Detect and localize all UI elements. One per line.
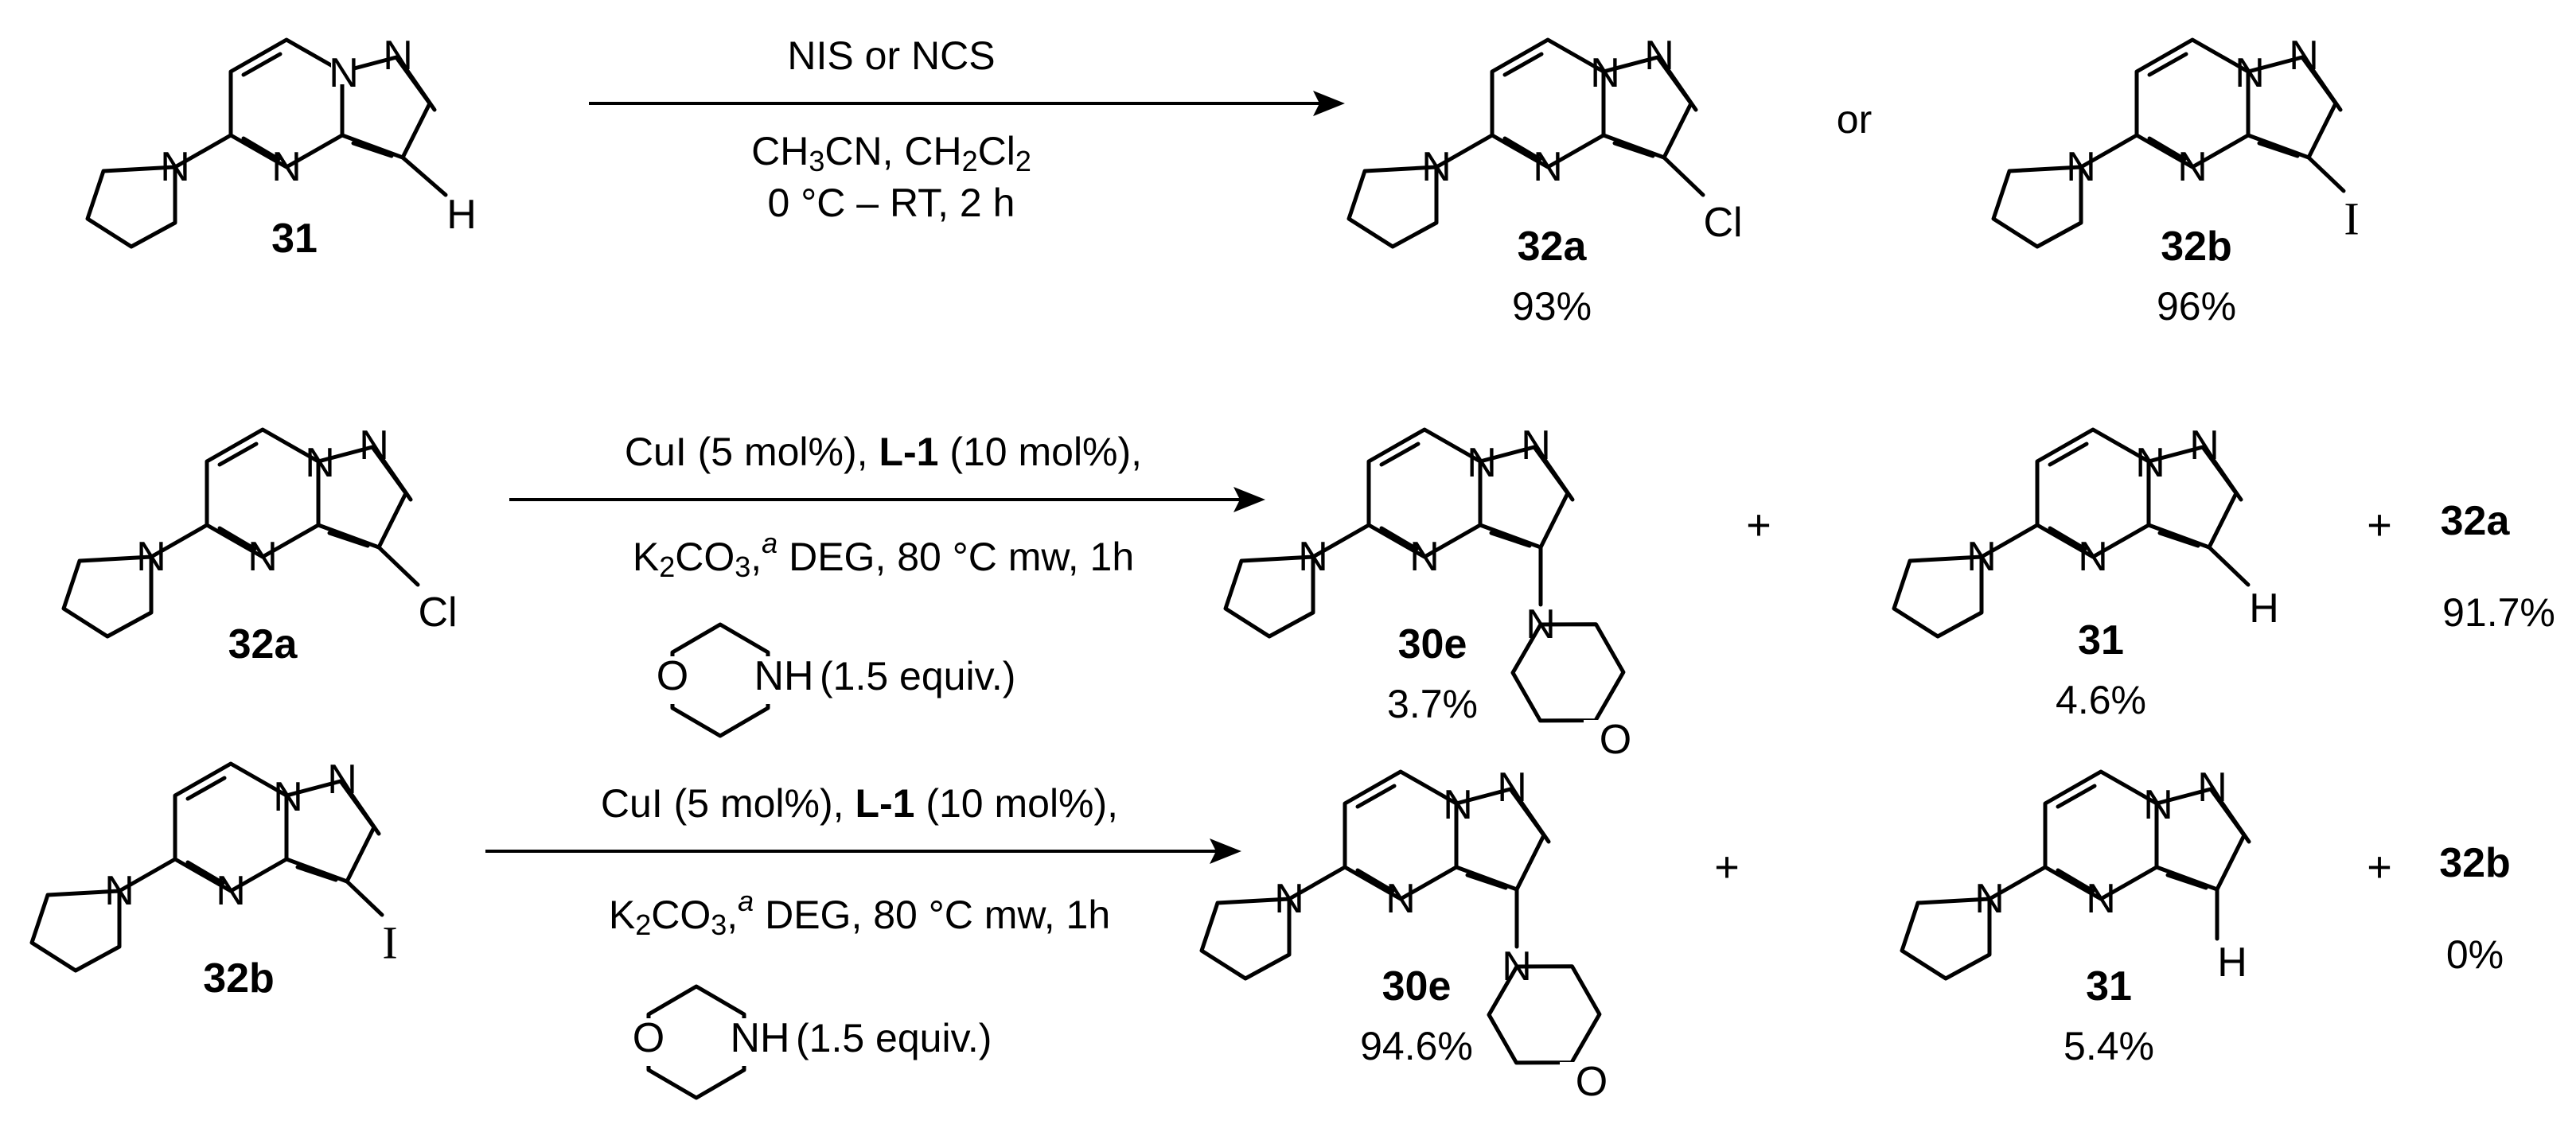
compound-label: 31 xyxy=(2086,963,2132,1010)
svg-text:N: N xyxy=(1497,764,1527,811)
svg-text:N: N xyxy=(2135,440,2165,486)
morpholine-reagent: O NH xyxy=(653,624,820,736)
svg-text:Cl: Cl xyxy=(418,589,457,636)
svg-text:(1.5 equiv.): (1.5 equiv.) xyxy=(820,654,1015,698)
condition-line-2: K2CO3,a DEG, 80 °C mw, 1h xyxy=(633,527,1134,583)
condition-line-2: K2CO3,a DEG, 80 °C mw, 1h xyxy=(609,885,1110,941)
svg-text:N: N xyxy=(383,33,413,79)
or-text: or xyxy=(1837,97,1872,142)
plus-sign: + xyxy=(1746,501,1771,549)
yield-text: 0% xyxy=(2446,932,2504,977)
morpholine-reagent: O NH xyxy=(629,986,796,1098)
svg-text:N: N xyxy=(2066,144,2096,190)
yield-text: 5.4% xyxy=(2064,1024,2154,1068)
plus-sign: + xyxy=(1714,843,1740,891)
svg-text:N: N xyxy=(1443,782,1473,828)
svg-text:N: N xyxy=(1521,422,1551,469)
svg-text:N: N xyxy=(136,534,166,580)
svg-text:N: N xyxy=(1644,33,1674,79)
svg-text:N: N xyxy=(1409,534,1440,580)
solvent-text: CH3CN, CH2Cl2 xyxy=(751,129,1031,177)
svg-text:N: N xyxy=(1590,50,1620,96)
svg-text:N: N xyxy=(329,50,359,96)
compound-label: 32b xyxy=(2161,224,2232,270)
compound-label: 30e xyxy=(1398,621,1467,667)
svg-text:N: N xyxy=(1966,534,1997,580)
plus-sign: + xyxy=(2367,501,2392,549)
svg-text:N: N xyxy=(104,868,134,914)
svg-text:N: N xyxy=(1974,876,2005,922)
compound-label: 31 xyxy=(2078,617,2124,663)
svg-text:N: N xyxy=(2086,876,2116,922)
svg-text:O: O xyxy=(1576,1059,1608,1105)
svg-text:N: N xyxy=(1533,144,1563,190)
compound-32a-product: N N N N Cl 32a 93% xyxy=(1349,33,1743,329)
compound-31-start: N N N N H 31 xyxy=(88,33,477,262)
svg-text:O: O xyxy=(633,1015,664,1061)
svg-text:I: I xyxy=(2344,193,2359,245)
svg-text:N: N xyxy=(2143,782,2173,828)
svg-text:NH: NH xyxy=(754,653,813,699)
svg-text:I: I xyxy=(382,917,397,969)
svg-text:N: N xyxy=(327,757,357,803)
svg-text:N: N xyxy=(1274,876,1304,922)
svg-text:NIS or NCS: NIS or NCS xyxy=(787,33,995,78)
svg-text:N: N xyxy=(271,144,302,190)
svg-text:(1.5 equiv.): (1.5 equiv.) xyxy=(796,1016,992,1060)
svg-text:H: H xyxy=(2217,940,2247,986)
svg-text:0 °C – RT, 2 h: 0 °C – RT, 2 h xyxy=(768,181,1015,225)
compound-label: 32a xyxy=(2441,498,2511,544)
compound-label: 32a xyxy=(228,621,298,667)
svg-text:N: N xyxy=(2177,144,2208,190)
svg-text:N: N xyxy=(2235,50,2265,96)
svg-text:N: N xyxy=(160,144,190,190)
svg-text:N: N xyxy=(2197,764,2227,811)
svg-text:N: N xyxy=(2289,33,2319,79)
svg-text:NH: NH xyxy=(730,1015,789,1061)
compound-31-product-row2: N N N N H 31 4.6% xyxy=(1894,422,2279,722)
yield-text: 94.6% xyxy=(1360,1024,1473,1068)
compound-30e-product-row3: N N N N N O 30e 94.6% xyxy=(1202,764,1613,1110)
svg-text:O: O xyxy=(657,653,688,699)
compound-label: 30e xyxy=(1382,963,1452,1010)
svg-text:Cl: Cl xyxy=(1703,200,1742,246)
svg-text:N: N xyxy=(2189,422,2219,469)
compound-label: 32a xyxy=(1518,224,1588,270)
compound-32b-product: N N N N I 32b 96% xyxy=(1993,33,2360,329)
condition-line-1: CuI (5 mol%), L-1 (10 mol%), xyxy=(625,430,1142,474)
svg-text:N: N xyxy=(1421,144,1452,190)
compound-32a-start: N N N N Cl 32a xyxy=(64,422,458,667)
plus-sign: + xyxy=(2367,843,2392,891)
yield-text: 96% xyxy=(2157,284,2236,329)
svg-text:N: N xyxy=(1385,876,1416,922)
svg-text:O: O xyxy=(1600,717,1631,763)
compound-label: 31 xyxy=(271,216,318,262)
svg-text:N: N xyxy=(359,422,389,469)
yield-text: 3.7% xyxy=(1387,682,1478,726)
svg-text:N: N xyxy=(305,440,335,486)
yield-text: 4.6% xyxy=(2056,678,2146,722)
compound-32b-start: N N N N I 32b xyxy=(32,757,398,1002)
svg-text:N: N xyxy=(273,774,303,820)
reaction-arrow-3: CuI (5 mol%), L-1 (10 mol%), K2CO3,a DEG… xyxy=(485,781,1241,1098)
yield-text: 91.7% xyxy=(2442,590,2555,635)
svg-text:N: N xyxy=(247,534,278,580)
compound-label: 32b xyxy=(203,955,275,1002)
compound-31-product-row3: N N N N H 31 5.4% xyxy=(1902,764,2249,1068)
compound-label: 32b xyxy=(2439,840,2511,886)
svg-text:N: N xyxy=(1298,534,1328,580)
svg-text:N: N xyxy=(1467,440,1497,486)
svg-text:H: H xyxy=(2249,586,2279,632)
svg-text:N: N xyxy=(216,868,246,914)
yield-text: 93% xyxy=(1512,284,1592,329)
svg-text:N: N xyxy=(2078,534,2108,580)
reaction-arrow-2: CuI (5 mol%), L-1 (10 mol%), K2CO3,a DEG… xyxy=(509,430,1265,736)
reaction-arrow-1: NIS or NCS CH3CN, CH2Cl2 0 °C – RT, 2 h xyxy=(589,33,1345,225)
compound-30e-product-row2: N N N N N O 30e 3.7% xyxy=(1226,422,1637,768)
condition-line-1: CuI (5 mol%), L-1 (10 mol%), xyxy=(601,781,1118,826)
svg-text:H: H xyxy=(446,192,477,238)
